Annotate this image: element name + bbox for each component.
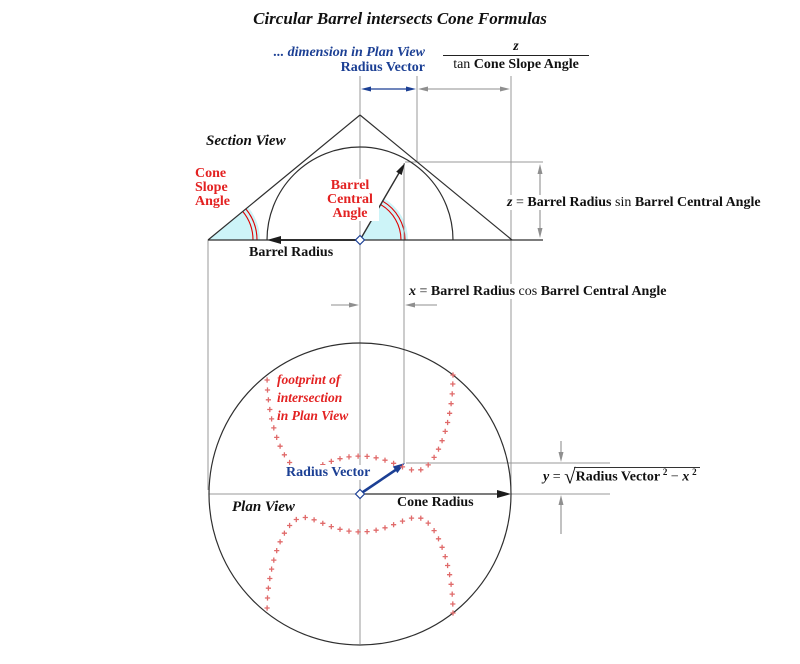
z-dim-up-arrowhead-icon <box>537 164 543 174</box>
radicand: Radius Vector 2 − x 2 <box>573 467 700 485</box>
plan-view-label: Plan View <box>232 499 295 516</box>
radius-vector-arrow-shaft <box>359 467 398 496</box>
z-over-tan-fraction: z tan Cone Slope Angle <box>443 38 589 73</box>
cone-left-slope-line <box>207 114 361 241</box>
cone-right-slope-line <box>359 114 513 241</box>
barrel-vector-arrow-shaft <box>359 172 400 241</box>
dimension-note-line: ... dimension in Plan View <box>273 45 425 60</box>
barrel-vector-arrowhead-icon <box>396 163 405 175</box>
cone-slope-angle-label: Cone Slope Angle <box>195 166 230 209</box>
y-dim-down-arrowhead-icon <box>558 452 564 462</box>
barrel-radius-arrowhead-icon <box>267 236 281 244</box>
barrel-central-angle-wedge <box>360 198 408 240</box>
z-over-tan-dim-left-arrowhead-icon <box>418 86 428 92</box>
formula-x: x = Barrel Radius cos Barrel Central Ang… <box>406 284 670 300</box>
barrel-central-angle-arc-inner <box>380 204 402 241</box>
formula-y: y = √Radius Vector 2 − x 2 <box>543 466 700 487</box>
radius-vector-dim-label: Radius Vector <box>340 60 425 75</box>
radius-vector-dim-right-arrowhead-icon <box>406 86 416 92</box>
barrel-central-angle-label: Barrel Central Angle <box>321 179 379 221</box>
cone-radius-arrowhead-icon <box>497 490 511 498</box>
section-center-marker-icon <box>354 234 366 246</box>
footprint-label: footprint of intersection in Plan View <box>277 371 349 425</box>
cone-radius-label: Cone Radius <box>397 495 474 511</box>
page-title: Circular Barrel intersects Cone Formulas <box>253 9 547 28</box>
x-dim-left-arrowhead-icon <box>405 302 415 308</box>
formula-z: z = Barrel Radius sin Barrel Central Ang… <box>504 195 764 211</box>
barrel-central-angle-arc-outer <box>382 200 406 241</box>
barrel-radius-label: Barrel Radius <box>249 245 334 261</box>
section-view-label: Section View <box>206 133 286 150</box>
sqrt-icon: √ <box>564 464 575 489</box>
cone-slope-angle-wedge <box>208 207 260 240</box>
radius-vector-label: Radius Vector <box>286 465 371 481</box>
x-dim-right-arrowhead-icon <box>349 302 359 308</box>
z-over-tan-dim-right-arrowhead-icon <box>500 86 510 92</box>
fraction-numerator: z <box>513 39 519 54</box>
barrel-arc <box>266 146 454 241</box>
dimension-note: ... dimension in Plan View Radius Vector <box>245 45 425 75</box>
plan-center-marker-icon <box>354 488 366 500</box>
y-dim-up-arrowhead-icon <box>558 495 564 505</box>
fraction-denominator: tan Cone Slope Angle <box>443 55 589 73</box>
cone-slope-angle-arc-outer <box>245 208 258 241</box>
cone-slope-angle-arc-inner <box>242 211 254 241</box>
radius-vector-dim-left-arrowhead-icon <box>361 86 371 92</box>
z-dim-down-arrowhead-icon <box>537 228 543 238</box>
